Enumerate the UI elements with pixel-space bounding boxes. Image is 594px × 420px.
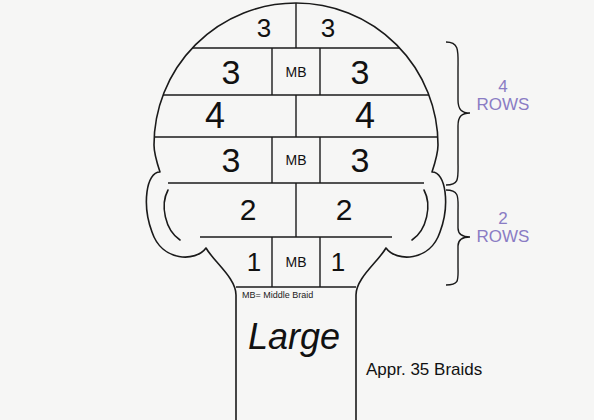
ear-inner bbox=[164, 190, 180, 240]
grid-line bbox=[236, 286, 356, 287]
grid-line bbox=[271, 137, 272, 183]
braid-count: 3 bbox=[351, 143, 370, 177]
braid-count: 4 bbox=[355, 98, 375, 134]
row-count: 4 ROWS bbox=[476, 78, 530, 114]
middle-braid-mark: MB bbox=[286, 153, 307, 167]
braid-section: 3 bbox=[190, 48, 272, 95]
curly-bracket bbox=[446, 190, 470, 285]
middle-braid-mark: MB bbox=[286, 65, 307, 79]
grid-line bbox=[295, 3, 296, 48]
braid-count-note: Appr. 35 Braids bbox=[366, 361, 482, 379]
row-count: 2 ROWS bbox=[476, 210, 530, 246]
braid-count: 3 bbox=[222, 143, 241, 177]
parting-grid bbox=[154, 3, 438, 287]
braid-count: 1 bbox=[247, 249, 261, 275]
grid-line bbox=[319, 237, 320, 287]
middle-braid-mark: MB bbox=[286, 255, 307, 269]
grid-line bbox=[271, 48, 272, 95]
braid-section: 3 bbox=[232, 8, 296, 48]
braid-count: 4 bbox=[205, 98, 225, 134]
braid-count: 3 bbox=[222, 55, 241, 89]
braid-section: 3 bbox=[320, 137, 400, 183]
braid-count: 3 bbox=[351, 55, 370, 89]
braid-section: 2 bbox=[200, 183, 296, 237]
braid-section: 1 bbox=[320, 237, 356, 287]
braid-section: MB bbox=[272, 237, 320, 287]
braid-section: MB bbox=[272, 137, 320, 183]
grid-line bbox=[319, 137, 320, 183]
braid-section: 3 bbox=[320, 48, 400, 95]
head-outline bbox=[146, 3, 445, 420]
braid-section: 1 bbox=[236, 237, 272, 287]
braid-section: 3 bbox=[296, 8, 360, 48]
braid-count: 2 bbox=[240, 195, 257, 225]
braid-section: 2 bbox=[296, 183, 392, 237]
legend-note: MB= Middle Braid bbox=[242, 291, 313, 300]
braid-section: 4 bbox=[172, 95, 258, 137]
grid-line bbox=[295, 95, 296, 137]
braid-count: 3 bbox=[257, 15, 271, 41]
grid-line bbox=[295, 183, 296, 237]
grid-line bbox=[319, 48, 320, 95]
ear-inner bbox=[412, 190, 428, 240]
grid-line bbox=[271, 237, 272, 287]
braid-section: 3 bbox=[190, 137, 272, 183]
braid-section: 4 bbox=[322, 95, 408, 137]
curly-bracket bbox=[446, 42, 470, 185]
braid-count: 2 bbox=[336, 195, 353, 225]
braid-count: 3 bbox=[321, 15, 335, 41]
braid-section: MB bbox=[272, 48, 320, 95]
braid-count: 1 bbox=[331, 249, 345, 275]
size-title: Large bbox=[248, 318, 340, 356]
